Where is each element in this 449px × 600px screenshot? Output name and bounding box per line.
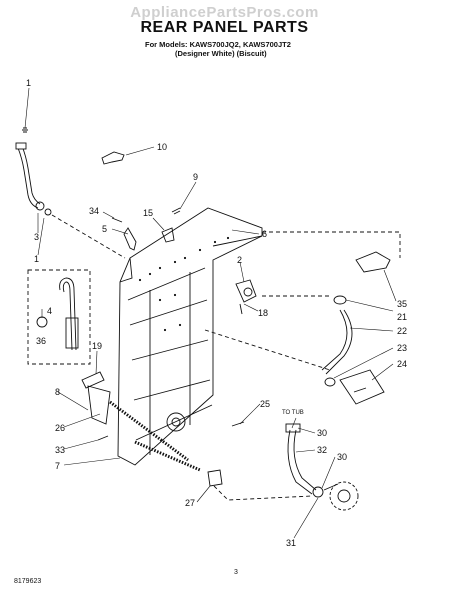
callout-label: 26 [55,423,65,433]
callout-label: 25 [260,399,270,409]
page-title: REAR PANEL PARTS [140,19,309,36]
diagram-artwork [15,127,401,511]
to-tub-label: TO TUB [282,410,304,416]
part-code: 8179623 [14,578,42,585]
watermark: AppliancePartsPros.com [130,4,319,21]
callout-label: 18 [258,308,268,318]
rear-panel-outline [117,207,263,466]
models-line-1: For Models: KAWS700JQ2, KAWS700JT2 [145,40,291,49]
callout-label: 9 [193,172,198,182]
callout-label: 30 [337,452,347,462]
callout-label: 27 [185,498,195,508]
models-line-2: (Designer White) (Biscuit) [175,49,267,58]
callout-label: 4 [47,306,52,316]
callout-labels: 1 10 9 34 15 5 6 3 1 2 35 21 18 22 23 24… [26,78,407,548]
callout-label: 7 [55,461,60,471]
callout-label: 24 [397,359,407,369]
callout-label: 5 [102,224,107,234]
callout-label: 19 [92,341,102,351]
callout-label: 22 [397,326,407,336]
callout-label: 10 [157,142,167,152]
callout-label: 31 [286,538,296,548]
callout-label: 36 [36,336,46,346]
callout-label: 2 [237,255,242,265]
callout-label: 1 [26,78,31,88]
callout-label: 21 [397,312,407,322]
callout-label: 15 [143,208,153,218]
leader-lines [24,87,397,539]
to-tub-arrow [291,417,297,429]
model-list: For Models: KAWS700JQ2, KAWS700JT2 (Desi… [145,40,345,58]
callout-label: 34 [89,206,99,216]
callout-label: 23 [397,343,407,353]
page-number: 3 [234,569,238,576]
callout-label: 3 [34,232,39,242]
callout-label: 35 [397,299,407,309]
callout-label: 33 [55,445,65,455]
callout-label: 32 [317,445,327,455]
callout-label: 1 [34,254,39,264]
callout-label: 30 [317,428,327,438]
callout-label: 8 [55,387,60,397]
callout-label: 6 [262,229,267,239]
